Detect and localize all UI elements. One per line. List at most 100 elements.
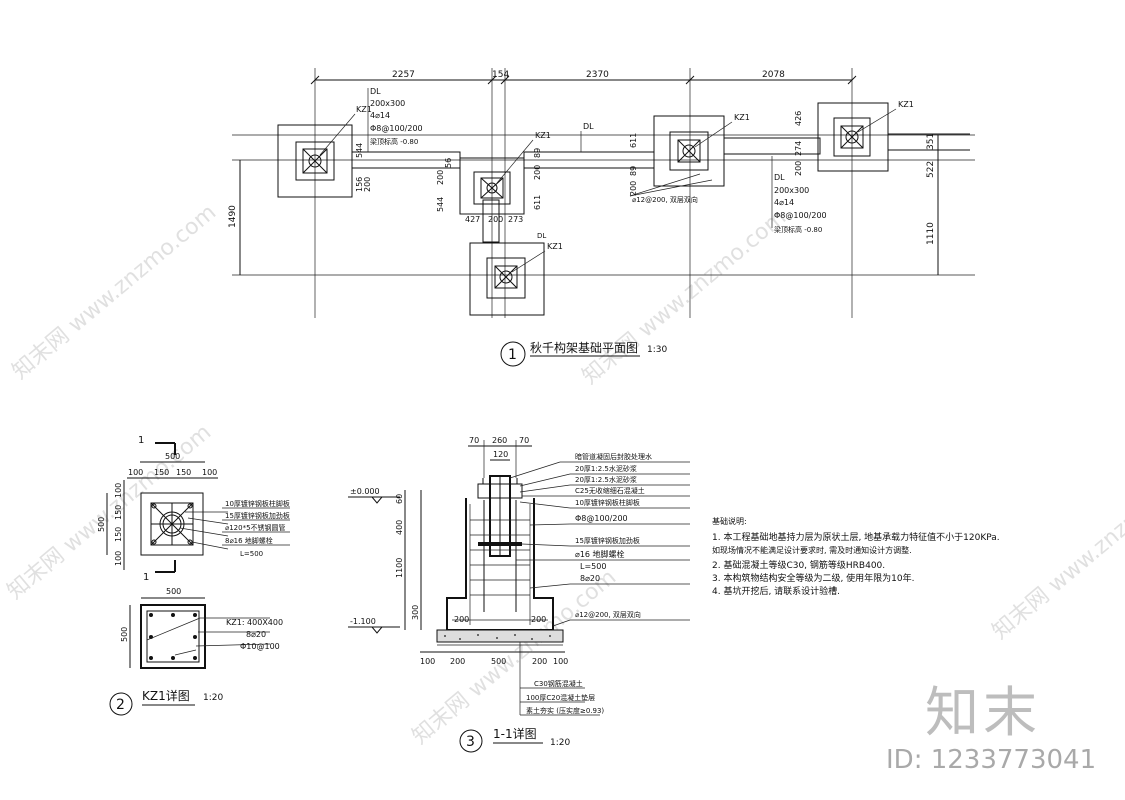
dim-text: 89	[533, 148, 542, 158]
callout-text: 20厚1:2.5水泥砂浆	[575, 464, 637, 473]
callout-text: 素土夯实 (压实度≥0.93)	[526, 706, 604, 715]
dim-text: 100	[114, 551, 123, 566]
dim-text: 351	[926, 133, 936, 150]
section-label: 8⌀20	[246, 630, 266, 639]
callout-text: 15厚镀锌钢板加劲板	[225, 511, 290, 520]
dim-text: 200	[794, 161, 803, 176]
title-number: 2	[116, 697, 125, 713]
dim-text: 1490	[228, 205, 238, 228]
dim-text: 100	[114, 483, 123, 498]
callout-text: ⌀120*5不锈钢圆管	[225, 523, 286, 532]
notes-line: 4. 基坑开挖后, 请联系设计验槽.	[712, 585, 840, 597]
dim-text: 150	[176, 468, 191, 477]
callout-text: ⌀16 地脚螺栓	[575, 549, 625, 559]
dim-text: 1100	[395, 558, 404, 578]
dim-text: 200	[450, 657, 465, 666]
dim-text: 70	[519, 436, 529, 445]
callout-text: C25无收缩细石混凝土	[575, 486, 645, 495]
callout-text: 15厚镀锌钢板加劲板	[575, 536, 640, 545]
dim-text: 154	[492, 70, 509, 80]
dim-text: 150	[154, 468, 169, 477]
dim-text: 200	[454, 615, 469, 624]
dim-text: 200	[531, 615, 546, 624]
dim-text: 120	[493, 450, 508, 459]
dim-text: 156	[355, 177, 364, 192]
dim-text: 70	[469, 436, 479, 445]
callout-text: 暗管道凝固后封胶处理水	[575, 452, 652, 461]
callout-text: C30钢筋混凝土	[534, 679, 583, 688]
dim-text: 611	[533, 195, 542, 210]
callout-text: L=500	[580, 562, 606, 571]
kz1-label: KZ1	[547, 242, 563, 251]
dim-text: 200	[532, 657, 547, 666]
dim-text: 100	[420, 657, 435, 666]
dim-text: 500	[491, 657, 506, 666]
title-circle	[459, 729, 483, 753]
notes-line: 如现场情况不能满足设计要求时, 需及时通知设计方调整.	[712, 545, 912, 555]
title-circle	[109, 692, 133, 716]
watermark-text: 知末网 www.znzmo.com	[578, 205, 791, 390]
image-id: ID: 1233773041	[886, 745, 1097, 775]
drawing-title: KZ1详图	[142, 688, 190, 703]
dim-text: 611	[629, 133, 638, 148]
section-mark: 1	[143, 572, 149, 583]
callout-text: Φ8@100/200	[575, 514, 628, 523]
dim-text: 400	[395, 520, 404, 535]
callout-text: 10厚镀锌钢板柱脚板	[575, 498, 640, 507]
section-label: Φ10@100	[240, 642, 280, 651]
dim-text: 2078	[762, 70, 785, 80]
dim-text: 200	[629, 181, 638, 196]
dim-text: 200	[533, 165, 542, 180]
dl-text: 梁顶标高 -0.80	[370, 137, 418, 146]
dim-text: 150	[114, 505, 123, 520]
section-label: KZ1: 400X400	[226, 618, 283, 627]
callout-text: 10厚镀锌钢板柱脚板	[225, 499, 290, 508]
dim-text: 200	[436, 170, 445, 185]
callout-text: 8⌀20	[580, 574, 600, 583]
dl-text: 200x300	[774, 186, 809, 195]
dl-text: DL	[370, 87, 381, 96]
dim-text: 2257	[392, 70, 415, 80]
dim-text: 56	[444, 158, 453, 168]
kz1-label: KZ1	[734, 113, 750, 122]
level-label: -1.100	[350, 617, 376, 626]
dl-text: 4⌀14	[774, 198, 794, 207]
dim-text: 100	[553, 657, 568, 666]
dl-text: Φ8@100/200	[370, 124, 423, 133]
callout-text: ⌀12@200, 双层双向	[575, 610, 641, 619]
dl-text: 梁顶标高 -0.80	[774, 225, 822, 234]
dim-text: 200	[363, 177, 372, 192]
section-1-1: 70 260 70 120 ±0.000 -1.100 60 400 1100 …	[348, 436, 690, 753]
callout-text: 100厚C20混凝土垫层	[526, 693, 595, 702]
kz1-label: KZ1	[898, 100, 914, 109]
dim-text: 2370	[586, 70, 609, 80]
dim-text: 544	[436, 197, 445, 212]
foundation-plan: 2257 154 2370 2078 1490 1110 522 351	[228, 68, 975, 367]
drawing-scale: 1:30	[647, 345, 667, 355]
notes-heading: 基础说明:	[712, 516, 747, 526]
drawing-title: 1-1详图	[493, 726, 537, 741]
brand-watermark: 知末	[925, 681, 1041, 744]
drawing-scale: 1:20	[203, 693, 223, 703]
dim-text: 89	[629, 166, 638, 176]
level-label: ±0.000	[350, 487, 380, 496]
dim-text: 100	[128, 468, 143, 477]
watermark-text: 知末网 www.znzmo.com	[8, 200, 221, 385]
kz1-label: KZ1	[535, 131, 551, 140]
callout-text: 20厚1:2.5水泥砂浆	[575, 475, 637, 484]
dim-text: 300	[411, 605, 420, 620]
dl-text: DL	[537, 232, 546, 240]
dim-text: 1110	[926, 222, 936, 245]
title-circle	[500, 341, 526, 367]
dl-text: 200x300	[370, 99, 405, 108]
dim-text: 427	[465, 215, 480, 224]
dim-text: 100	[202, 468, 217, 477]
dim-text: 500	[97, 517, 106, 532]
dim-text: 426	[794, 111, 803, 126]
dim-text: 60	[395, 494, 404, 504]
drawing-title: 秋千构架基础平面图	[530, 340, 638, 355]
kz1-label: KZ1	[356, 105, 372, 114]
notes-line: 1. 本工程基础地基持力层为原状土层, 地基承载力特征值不小于120KPa.	[712, 531, 1000, 543]
dim-text: 274	[794, 141, 803, 156]
